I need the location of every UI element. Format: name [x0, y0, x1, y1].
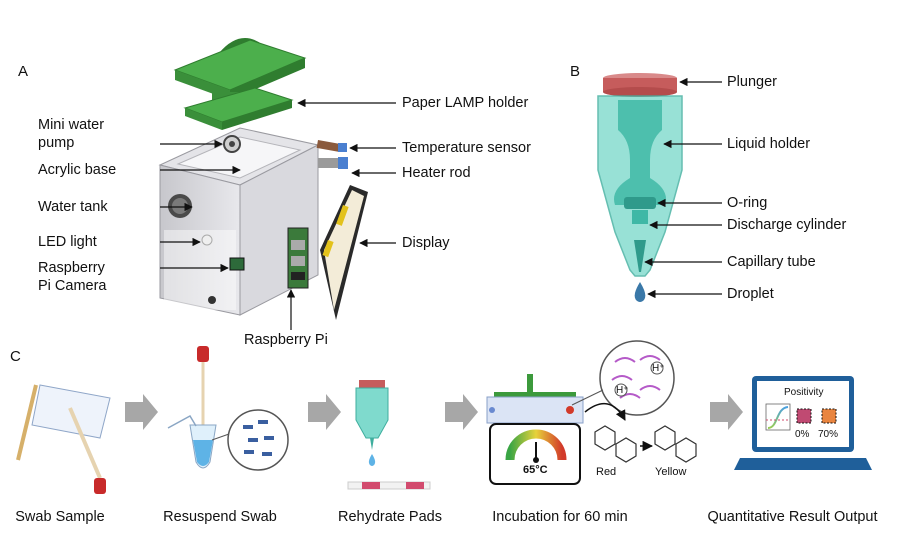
label-display: Display — [402, 235, 450, 251]
flow-arrow-1 — [125, 394, 158, 430]
panel-label-c: C — [10, 348, 21, 365]
rehydrate-pads-illustration — [347, 380, 431, 490]
dropper-leader-lines — [644, 77, 722, 299]
result-output-illustration — [734, 376, 872, 470]
label-water-tank: Water tank — [38, 199, 108, 215]
step-label-swab-sample: Swab Sample — [15, 509, 105, 525]
label-led-light: LED light — [38, 234, 97, 250]
camera-module — [229, 257, 245, 271]
label-mini-water-pump-line2: pump — [38, 135, 75, 151]
label-droplet: Droplet — [727, 286, 774, 302]
panel-label-a: A — [18, 63, 29, 80]
swab-sample-illustration — [16, 384, 111, 494]
incubator-temperature: 65°C — [523, 464, 548, 476]
label-mini-water-pump-line1: Mini water — [38, 117, 105, 133]
step-label-result-output: Quantitative Result Output — [707, 509, 878, 525]
label-raspberry-camera-line1: Raspberry — [38, 260, 105, 276]
temperature-sensor — [316, 140, 347, 152]
flow-arrow-3 — [445, 394, 478, 430]
result-value-a: 0% — [795, 429, 810, 440]
step-label-incubation: Incubation for 60 min — [492, 509, 628, 525]
step-label-rehydrate-pads: Rehydrate Pads — [338, 509, 442, 525]
label-paper-lamp-holder: Paper LAMP holder — [402, 95, 529, 111]
mini-water-pump — [223, 135, 241, 153]
heater-rod — [318, 157, 348, 169]
workflow-arrows — [125, 394, 743, 430]
device-illustration — [158, 38, 368, 320]
label-heater-rod: Heater rod — [402, 165, 471, 181]
resuspend-swab-illustration — [167, 346, 289, 471]
ion-label-1: H⁺ — [652, 363, 665, 374]
ion-label-2: H⁺ — [616, 385, 629, 396]
result-value-b: 70% — [818, 429, 839, 440]
label-raspberry-camera-line2: Pi Camera — [38, 278, 107, 294]
incubation-illustration — [486, 340, 697, 485]
chem-label-red: Red — [596, 466, 617, 478]
raspberry-pi-board — [287, 227, 309, 289]
display-screen — [320, 185, 368, 320]
label-discharge-cylinder: Discharge cylinder — [727, 217, 847, 233]
label-liquid-holder: Liquid holder — [727, 136, 811, 152]
label-o-ring: O-ring — [727, 195, 768, 211]
flow-arrow-4 — [710, 394, 743, 430]
dropper-illustration — [597, 73, 683, 302]
paper-lamp-holder — [173, 38, 307, 130]
step-label-resuspend-swab: Resuspend Swab — [163, 509, 277, 525]
label-raspberry-pi: Raspberry Pi — [244, 332, 328, 348]
panel-label-b: B — [570, 63, 581, 80]
label-acrylic-base: Acrylic base — [38, 162, 117, 178]
chem-label-yellow: Yellow — [655, 466, 687, 478]
device-leader-lines — [160, 98, 396, 330]
flow-arrow-2 — [308, 394, 341, 430]
label-temperature-sensor: Temperature sensor — [402, 140, 531, 156]
label-capillary-tube: Capillary tube — [727, 254, 816, 270]
label-plunger: Plunger — [727, 74, 777, 90]
result-screen-title: Positivity — [784, 387, 824, 398]
